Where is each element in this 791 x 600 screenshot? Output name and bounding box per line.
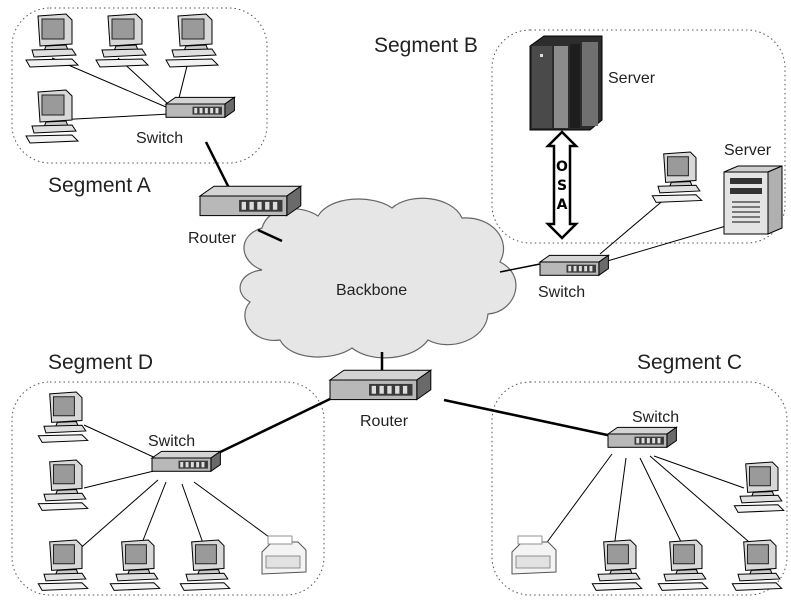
link-d-pc2 [83, 469, 159, 489]
link-c-pc3 [649, 455, 757, 549]
link-d-pc1 [83, 424, 161, 461]
osa-letter-s: S [556, 178, 568, 194]
link-a-pc1 [51, 57, 167, 108]
osa-double-arrow-icon [544, 130, 580, 240]
switch-a-label: Switch [136, 130, 184, 147]
segment-b-border [491, 29, 786, 244]
link-c-printer [544, 453, 613, 546]
segment-c-workstation-icon-1 [733, 461, 785, 513]
segment-d-workstation-icon-2 [37, 459, 89, 511]
switch-c-label: Switch [632, 409, 680, 426]
link-backbone-to-switch-b [499, 263, 541, 273]
link-d-printer [193, 481, 281, 546]
segment-a-workstation-icon-1 [25, 13, 80, 68]
segment-c-switch-icon [606, 426, 678, 449]
router-top-router-icon [198, 185, 303, 217]
segment-b-workstation-icon [651, 151, 703, 203]
link-switch-a-to-router [204, 141, 234, 195]
segment-d-border [11, 381, 325, 596]
link-d-pc5 [181, 483, 205, 547]
segment-a-label: Segment A [48, 174, 151, 197]
segment-b-main-server-icon [529, 35, 603, 131]
router-bottom-router-icon [328, 369, 433, 401]
server-tower-label: Server [724, 142, 772, 159]
link-router-to-backbone [257, 228, 283, 243]
link-c-pc-right [653, 455, 745, 489]
link-d-pc3 [75, 479, 159, 553]
segment-a-workstation-icon-3 [165, 13, 220, 68]
segment-d-printer-icon [261, 535, 307, 575]
segment-a-workstation-icon-4 [25, 89, 80, 144]
segment-b-switch-icon [538, 254, 610, 277]
link-switch-b-to-workstation [599, 197, 667, 255]
link-a-pc4 [55, 113, 171, 121]
segment-d-workstation-icon-5 [179, 539, 231, 591]
segment-d-label: Segment D [48, 351, 154, 374]
link-c-pc2 [639, 457, 685, 549]
link-d-pc4 [139, 481, 167, 549]
segment-c-printer-icon [511, 535, 557, 575]
segment-d-workstation-icon-4 [109, 539, 161, 591]
segment-d-workstation-icon-3 [37, 539, 89, 591]
link-a-pc3 [177, 61, 189, 103]
link-switch-b-to-server [603, 225, 727, 263]
switch-b-label: Switch [538, 284, 586, 301]
osa-letter-o: O [556, 159, 568, 175]
segment-a-workstation-icon-2 [95, 13, 150, 68]
osa-letter-a: A [556, 197, 568, 213]
segment-b-tower-server-icon [723, 165, 783, 235]
backbone-label: Backbone [336, 282, 408, 299]
segment-d-switch-icon [150, 450, 222, 473]
segment-a-switch-icon [164, 96, 236, 119]
switch-d-label: Switch [148, 433, 196, 450]
segment-b-label: Segment B [374, 34, 478, 57]
segment-c-border [491, 381, 788, 596]
segment-d-workstation-icon-1 [37, 391, 89, 443]
server-main-label: Server [608, 70, 656, 87]
backbone-cloud-cloud-icon [239, 197, 517, 359]
link-router-to-switch-d [213, 397, 331, 457]
segment-c-workstation-icon-2 [591, 539, 643, 591]
segment-c-label: Segment C [637, 351, 743, 374]
segment-c-workstation-icon-3 [657, 539, 709, 591]
segment-c-workstation-icon-4 [731, 539, 783, 591]
link-router-to-switch-c [443, 398, 613, 438]
link-c-pc1 [613, 457, 627, 549]
router-top-label: Router [188, 230, 237, 247]
router-bottom-label: Router [360, 413, 409, 430]
